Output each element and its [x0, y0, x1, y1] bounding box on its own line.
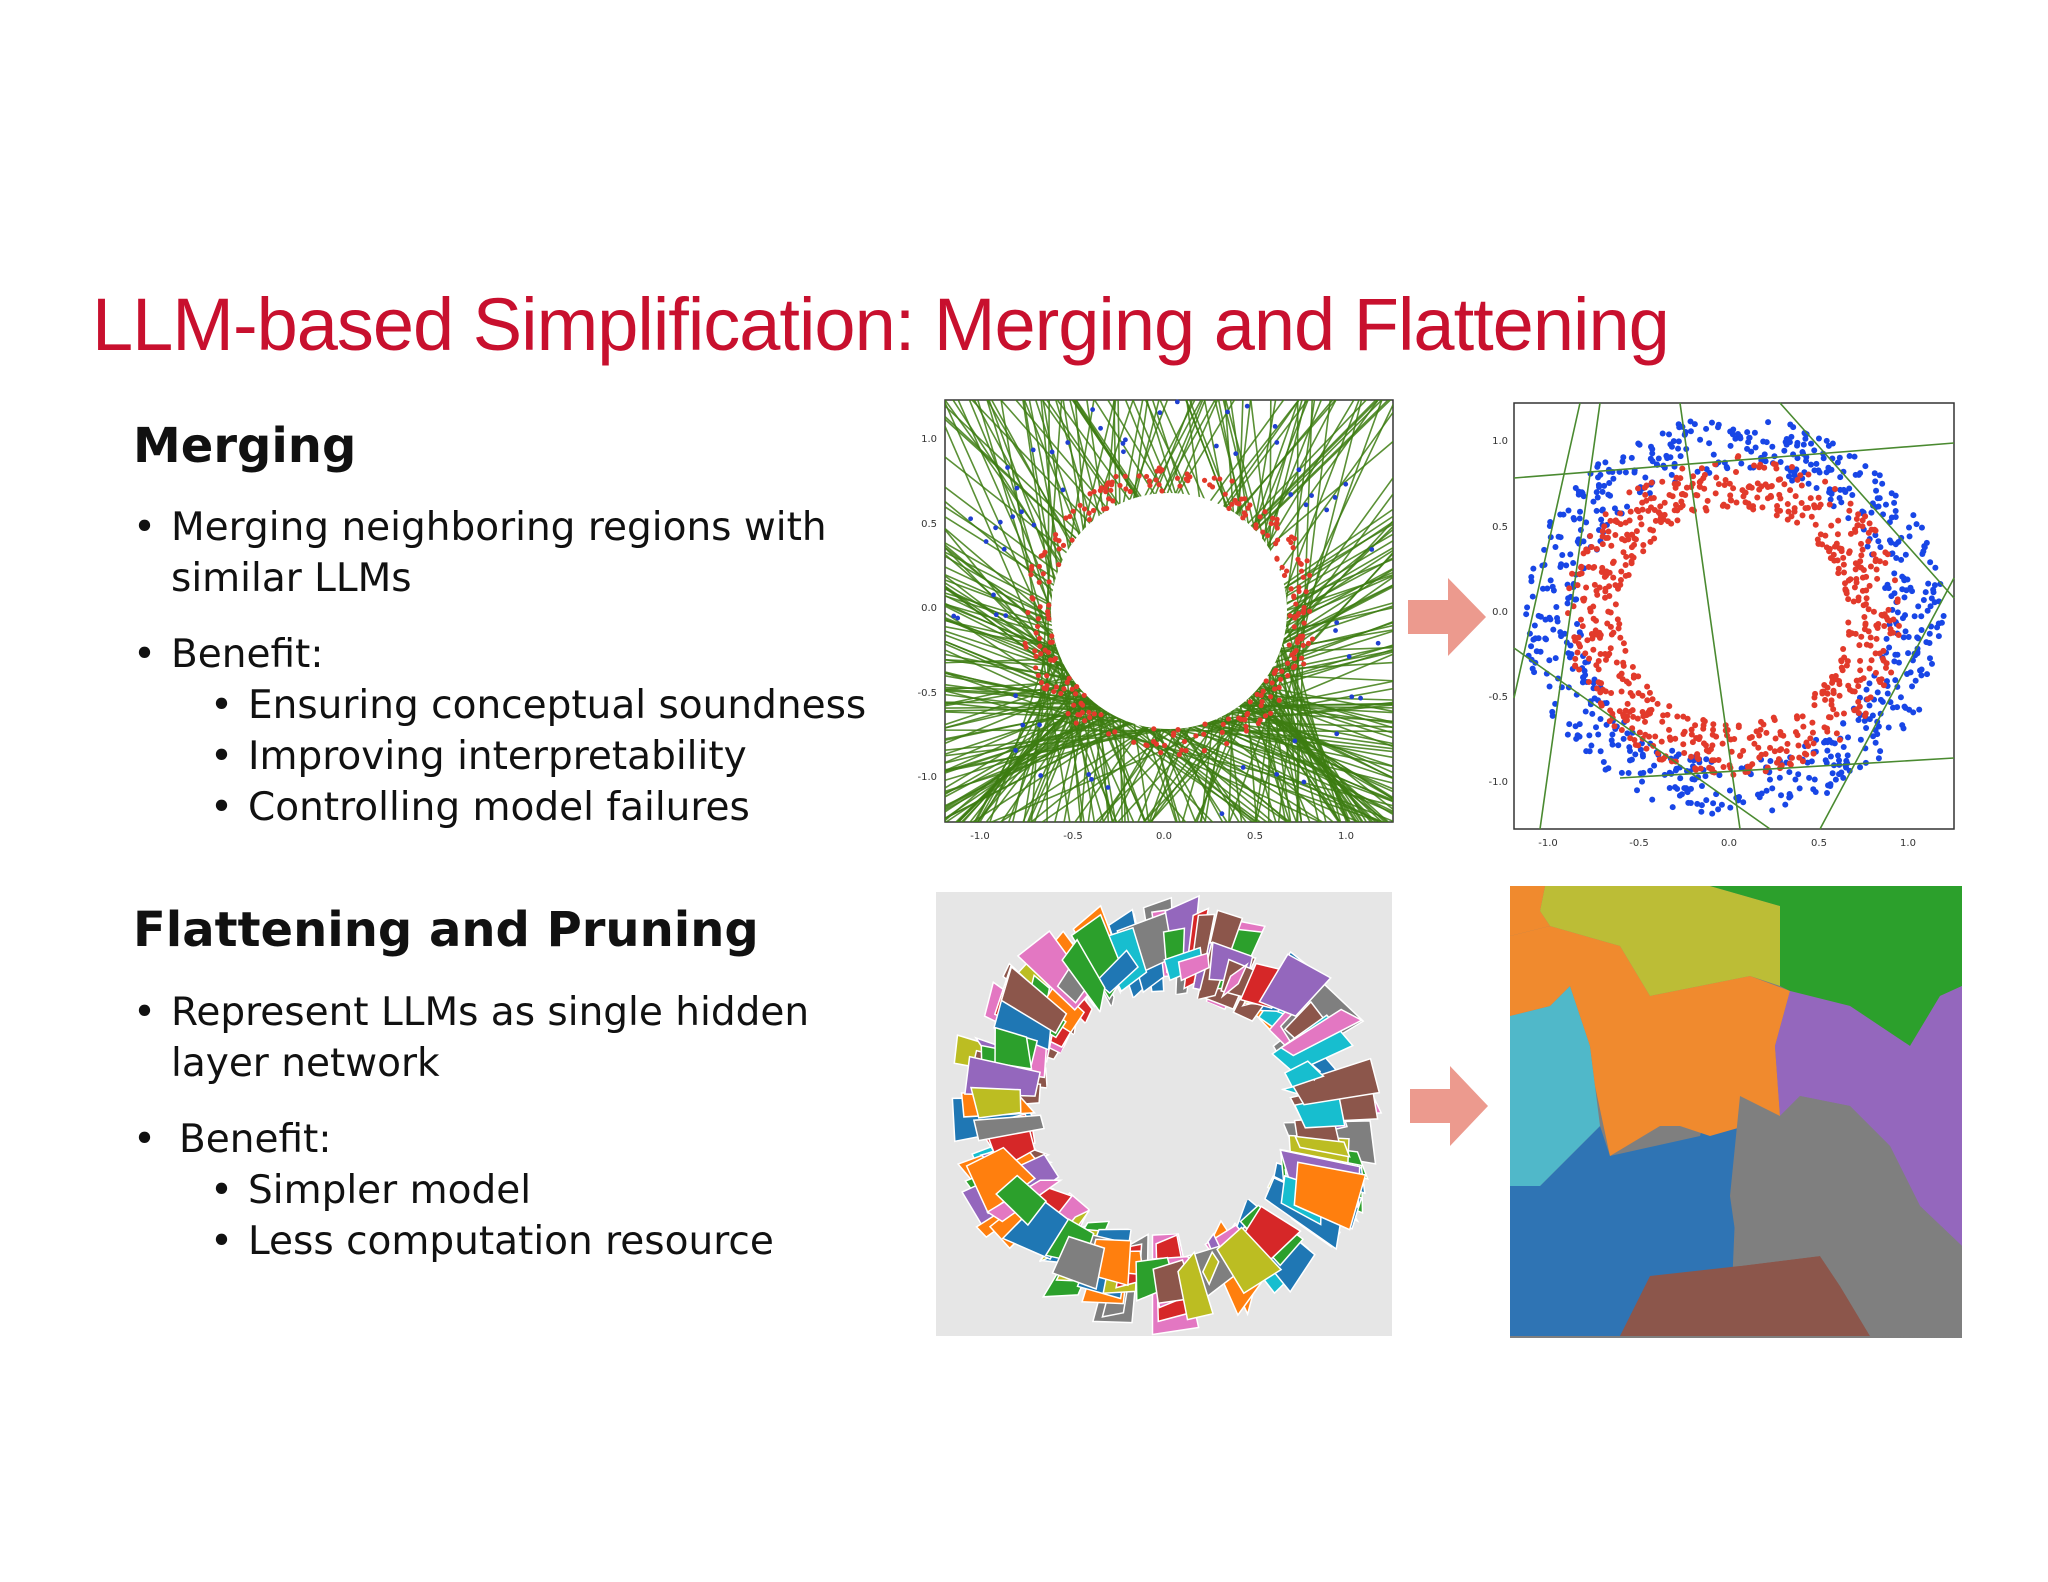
list-item: Benefit:	[133, 1114, 893, 1165]
slide-title: LLM-based Simplification: Merging and Fl…	[92, 283, 1670, 366]
region-gray	[1730, 1096, 1962, 1338]
list-item: Less computation resource	[133, 1216, 893, 1267]
list-item: Ensuring conceptual soundness	[133, 680, 893, 731]
arrow-right-icon	[1410, 1066, 1488, 1146]
region-purple	[1775, 986, 1962, 1246]
region-map-before	[936, 892, 1392, 1336]
arrow-right-icon	[1408, 578, 1486, 656]
merging-heading: Merging	[133, 418, 357, 474]
list-item: Simpler model	[133, 1165, 893, 1216]
region-olive	[1540, 886, 1780, 996]
x-tick-label: -0.5	[1629, 838, 1649, 849]
region-orange-corner	[1510, 886, 1550, 936]
list-item: Controlling model failures	[133, 782, 893, 833]
list-item: Represent LLMs as single hidden layer ne…	[133, 987, 893, 1089]
y-tick-label: 0.0	[921, 603, 937, 614]
fragmented-regions	[951, 894, 1383, 1336]
merged-partition-lines	[1513, 402, 1955, 830]
merging-bullets: Merging neighboring regions with similar…	[133, 502, 893, 833]
x-tick-label: 0.0	[1156, 831, 1172, 842]
region-green	[1710, 886, 1962, 1046]
partition-plot-after: 1.0 0.5 0.0 -0.5 -1.0 -1.0 -0.5 0.0 0.5 …	[1488, 402, 1955, 849]
inner-region	[1051, 493, 1287, 729]
list-item: Improving interpretability	[133, 731, 893, 782]
data-points	[951, 399, 1381, 817]
y-tick-label: -0.5	[1488, 692, 1508, 703]
region-blue	[1510, 1066, 1740, 1336]
y-tick-label: 0.0	[1492, 607, 1508, 618]
region-orange	[1510, 926, 1790, 1156]
x-tick-label: 1.0	[1900, 838, 1916, 849]
flattening-bullets: Represent LLMs as single hidden layer ne…	[133, 987, 893, 1267]
partition-plot-before: 1.0 0.5 0.0 -0.5 -1.0 -1.0 -0.5 0.0 0.5 …	[917, 399, 1394, 842]
list-item: Benefit:	[133, 629, 893, 680]
y-tick-label: 1.0	[921, 434, 937, 445]
y-tick-label: -0.5	[917, 688, 937, 699]
y-tick-label: 0.5	[921, 519, 937, 530]
x-tick-label: 1.0	[1338, 831, 1354, 842]
x-tick-label: -1.0	[1538, 838, 1558, 849]
x-tick-label: -1.0	[970, 831, 990, 842]
region-brown	[1620, 1256, 1870, 1336]
list-item: Merging neighboring regions with similar…	[133, 502, 893, 604]
x-tick-label: 0.5	[1811, 838, 1827, 849]
x-tick-label: 0.0	[1721, 838, 1737, 849]
y-tick-label: 0.5	[1492, 522, 1508, 533]
inner-region	[1044, 994, 1284, 1234]
flattening-heading: Flattening and Pruning	[133, 902, 759, 958]
x-tick-label: 0.5	[1247, 831, 1263, 842]
x-tick-label: -0.5	[1063, 831, 1083, 842]
region-map-after	[1510, 886, 1962, 1338]
y-tick-label: 1.0	[1492, 436, 1508, 447]
y-tick-label: -1.0	[917, 772, 937, 783]
y-tick-label: -1.0	[1488, 777, 1508, 788]
region-cyan	[1510, 986, 1600, 1186]
